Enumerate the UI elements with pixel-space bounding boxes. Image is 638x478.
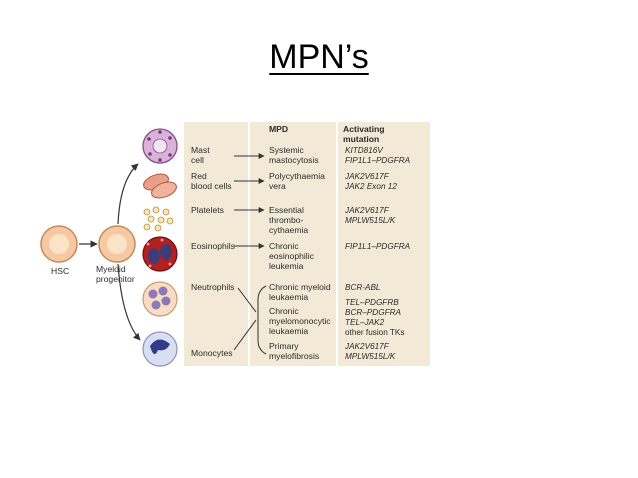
table-panels: [184, 122, 430, 366]
mutations-rbc: JAK2V617F JAK2 Exon 12: [344, 172, 397, 191]
red-blood-cells-icon: [143, 173, 177, 199]
mutation-column-panel: [338, 122, 430, 366]
mpd-mast-line-1: Systemic: [269, 145, 305, 155]
mutation-rbc-1: JAK2V617F: [344, 172, 390, 181]
mpd-platelets-line-2: thrombo-: [269, 215, 304, 225]
mutations-cml: BCR-ABL: [345, 283, 381, 292]
mpd-essential-thrombocythaemia: Essential thrombo- cythaemia: [269, 205, 308, 235]
mutation-cmml-4: other fusion TKs: [345, 328, 404, 337]
mutation-platelets-2: MPLW515L/K: [345, 216, 396, 225]
mutation-cmml-3: TEL–JAK2: [345, 318, 385, 327]
cell-name-monocytes: Monocytes: [191, 348, 233, 358]
myeloid-progenitor-icon: [98, 225, 136, 263]
slide-title: MPN’s: [269, 38, 369, 76]
progenitor-label-line-2: progenitor: [96, 274, 135, 284]
mutation-cmml-2: BCR–PDGFRA: [345, 308, 401, 317]
mpd-eos-line-3: leukemia: [269, 261, 304, 271]
row-monocytes: Monocytes Primary myelofibrosis JAK2V617…: [191, 341, 396, 361]
neutro-mono-bracket: [257, 285, 267, 355]
cell-column-panel: [184, 122, 248, 366]
mutation-platelets-1: JAK2V617F: [344, 206, 390, 215]
cell-name-rbc-line-2: blood cells: [191, 181, 232, 191]
cell-name-neutrophils: Neutrophils: [191, 282, 234, 292]
mutation-header-line-2: mutation: [343, 134, 379, 144]
neutrophil-icon: [142, 281, 178, 317]
cell-name-rbc: Red blood cells: [191, 171, 232, 191]
mpd-pmf-line-2: myelofibrosis: [269, 351, 319, 361]
mpd-cml-line-1: Chronic myeloid: [269, 282, 331, 292]
mpd-eos-line-1: Chronic: [269, 241, 299, 251]
mpd-rbc-line-1: Polycythaemia: [269, 171, 325, 181]
mpd-cmml-line-2: myelomonocytic: [269, 316, 331, 326]
mutation-cmml-1: TEL–PDGFRB: [345, 298, 399, 307]
mutation-rbc-2: JAK2 Exon 12: [344, 182, 397, 191]
hsc-cell-icon: [40, 225, 78, 263]
mpd-platelets-line-1: Essential: [269, 205, 304, 215]
mutation-header-line-1: Activating: [343, 124, 385, 134]
mpd-systemic-mastocytosis: Systemic mastocytosis: [269, 145, 319, 165]
mutation-pmf-1: JAK2V617F: [344, 342, 390, 351]
mpd-chronic-eosinophilic-leukemia: Chronic eosinophilic leukemia: [269, 241, 316, 271]
mutation-mast-1: KITD816V: [345, 146, 384, 155]
monocytes-to-bracket-line: [233, 319, 257, 351]
mutations-cmml: TEL–PDGFRB BCR–PDGFRA TEL–JAK2 other fus…: [345, 298, 404, 337]
eosinophil-icon: [142, 236, 178, 272]
mutations-platelets: JAK2V617F MPLW515L/K: [344, 206, 396, 225]
row-red-blood-cells: Red blood cells Polycythaemia vera JAK2V…: [191, 171, 397, 191]
cell-name-mast-line-2: cell: [191, 155, 204, 165]
mpd-cmml-line-3: leukaemia: [269, 326, 308, 336]
mpd-chronic-myelomonocytic-leukaemia: Chronic myelomonocytic leukaemia: [269, 306, 333, 336]
hsc-label: HSC: [51, 266, 69, 276]
mast-cell-icon: [142, 128, 178, 164]
mpd-rbc-line-2: vera: [269, 181, 286, 191]
row-mast-cell: Mast cell Systemic mastocytosis KITD816V…: [191, 145, 411, 165]
mpd-polycythaemia-vera: Polycythaemia vera: [269, 171, 327, 191]
mpd-platelets-line-3: cythaemia: [269, 225, 308, 235]
mpd-cmml-line-1: Chronic: [269, 306, 299, 316]
cell-name-mast: Mast cell: [191, 145, 212, 165]
row-platelets: Platelets Essential thrombo- cythaemia J…: [191, 205, 396, 235]
monocyte-icon: [142, 331, 178, 367]
mpd-primary-myelofibrosis: Primary myelofibrosis: [269, 341, 319, 361]
progenitor-label: Myeloid progenitor: [96, 264, 135, 284]
row-cmml: Chronic myelomonocytic leukaemia TEL–PDG…: [269, 298, 404, 337]
mpd-pmf-line-1: Primary: [269, 341, 299, 351]
cell-name-rbc-line-1: Red: [191, 171, 207, 181]
row-eosinophils: Eosinophils Chronic eosinophilic leukemi…: [191, 241, 411, 271]
mpd-cml-line-2: leukaemia: [269, 292, 308, 302]
platelets-icon: [143, 206, 174, 232]
mutations-pmf: JAK2V617F MPLW515L/K: [344, 342, 396, 361]
mpd-chronic-myeloid-leukaemia: Chronic myeloid leukaemia: [269, 282, 333, 302]
cell-name-platelets: Platelets: [191, 205, 224, 215]
row-neutrophils: Neutrophils Chronic myeloid leukaemia BC…: [191, 282, 381, 302]
mpd-eos-line-2: eosinophilic: [269, 251, 315, 261]
mpd-header: MPD: [269, 124, 288, 134]
mutations-mast: KITD816V FIP1L1–PDGFRA: [345, 146, 411, 165]
cell-name-mast-line-1: Mast: [191, 145, 210, 155]
mpd-mast-line-2: mastocytosis: [269, 155, 319, 165]
progenitor-down-arrow: [117, 263, 141, 341]
mutation-pmf-2: MPLW515L/K: [345, 352, 396, 361]
mutation-mast-2: FIP1L1–PDGFRA: [345, 156, 411, 165]
mutations-eosinophils: FIP1L1–PDGFRA: [345, 242, 411, 251]
progenitor-label-line-1: Myeloid: [96, 264, 126, 274]
progenitor-up-arrow: [117, 163, 139, 225]
cell-name-eosinophils: Eosinophils: [191, 241, 235, 251]
neutrophils-to-bracket-line: [237, 287, 257, 313]
mutation-header: Activating mutation: [343, 124, 387, 144]
